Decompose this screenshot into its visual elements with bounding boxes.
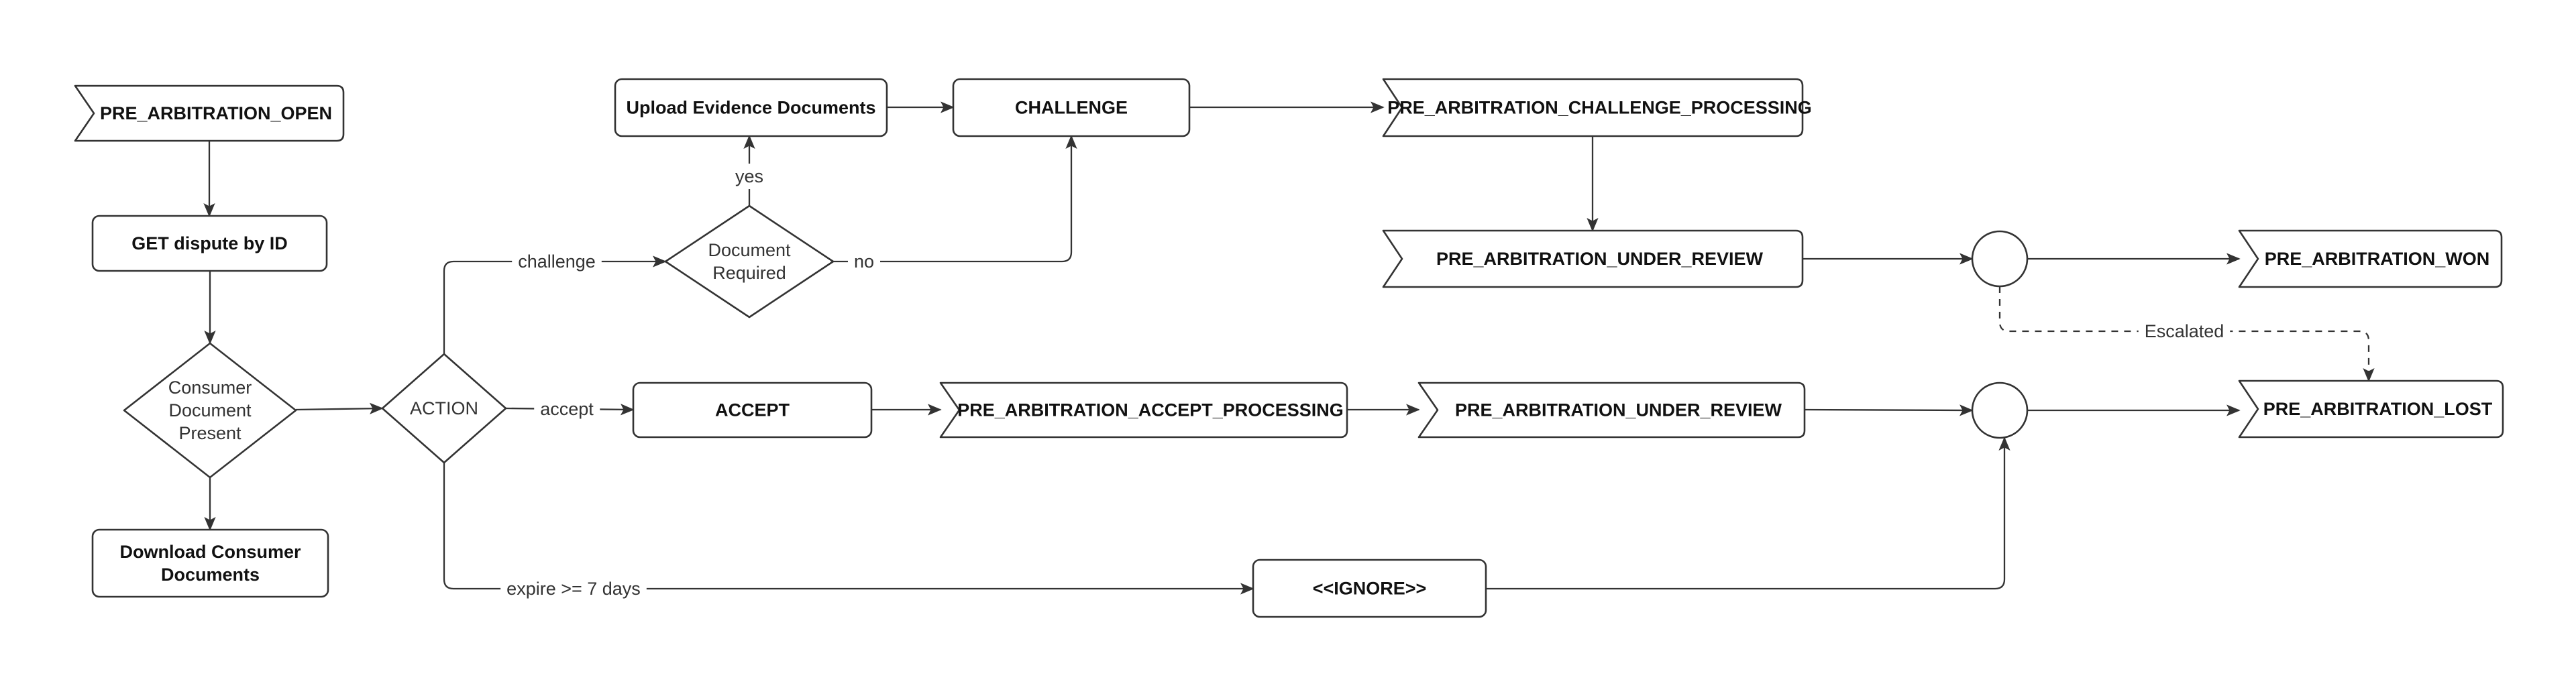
nodes-layer: PRE_ARBITRATION_OPEN GET dispute by ID Con… bbox=[74, 78, 2504, 618]
node-label: <<IGNORE>> bbox=[1313, 579, 1427, 599]
node-label: ACTION bbox=[410, 398, 478, 418]
edge-doc-required-to-challenge-step bbox=[833, 135, 1077, 263]
edge-label-background bbox=[500, 576, 647, 601]
asymmetric-flag-shape bbox=[2238, 380, 2504, 439]
state-pre-arbitration-under-review-2: PRE_ARBITRATION_UNDER_REVIEW bbox=[1417, 382, 1806, 439]
rounded-rect-shape bbox=[91, 528, 329, 598]
edge-label-text: challenge bbox=[518, 251, 596, 272]
rounded-rect-shape bbox=[632, 382, 873, 439]
node-label: ACCEPT bbox=[715, 400, 790, 420]
arrow-connector bbox=[295, 402, 384, 414]
rounded-rect-shape bbox=[614, 78, 888, 137]
edge-action-to-ignore bbox=[443, 463, 1254, 595]
node-label: PRE_ARBITRATION_CHALLENGE_PROCESSING bbox=[1387, 98, 1812, 118]
join-circle-shape bbox=[1971, 382, 2029, 439]
node-label: Upload Evidence Documents bbox=[626, 98, 875, 118]
node-label: PRE_ARBITRATION_LOST bbox=[2263, 399, 2493, 419]
task-ignore: <<IGNORE>> bbox=[1252, 559, 1487, 618]
diamond-shape bbox=[381, 353, 507, 464]
state-pre-arbitration-under-review-1: PRE_ARBITRATION_UNDER_REVIEW bbox=[1382, 229, 1804, 288]
asymmetric-flag-shape bbox=[939, 382, 1348, 439]
edge-label-background bbox=[512, 249, 602, 274]
join-circle-shape bbox=[1971, 230, 2029, 288]
task-upload-evidence-documents: Upload Evidence Documents bbox=[614, 78, 888, 137]
edge-label-text: expire >= 7 days bbox=[506, 579, 641, 599]
task-challenge: CHALLENGE bbox=[952, 78, 1191, 137]
edge-label-text: Escalated bbox=[2145, 321, 2224, 341]
node-label: PRE_ARBITRATION_UNDER_REVIEW bbox=[1455, 400, 1782, 420]
edge-label-accept: accept bbox=[534, 396, 600, 422]
edge-label-text: no bbox=[854, 251, 874, 272]
edge-label-background bbox=[534, 396, 600, 422]
edge-consumer-doc-present-to-action bbox=[295, 402, 384, 414]
node-label: PRE_ARBITRATION_UNDER_REVIEW bbox=[1436, 249, 1764, 269]
node-label: PRE_ARBITRATION_WON bbox=[2265, 249, 2490, 269]
edge-join-top-to-lost bbox=[1998, 286, 2375, 382]
node-label: PRE_ARBITRATION_OPEN bbox=[100, 103, 332, 123]
task-accept: ACCEPT bbox=[632, 382, 873, 439]
edges-layer bbox=[203, 101, 2375, 595]
asymmetric-flag-shape bbox=[1382, 78, 1804, 137]
arrow-connector bbox=[1486, 437, 2010, 590]
state-pre-arbitration-won: PRE_ARBITRATION_WON bbox=[2238, 229, 2503, 288]
decision-action: ACTION bbox=[381, 353, 507, 464]
asymmetric-flag-shape bbox=[1417, 382, 1806, 439]
arrow-connector bbox=[443, 463, 1254, 595]
dashed-arrow-connector bbox=[1998, 286, 2375, 382]
edge-label-text: accept bbox=[540, 399, 594, 419]
edge-ignore-to-join-bottom bbox=[1486, 437, 2010, 590]
edge-label-expire-7-days: expire >= 7 days bbox=[500, 576, 647, 601]
state-pre-arbitration-open: PRE_ARBITRATION_OPEN bbox=[74, 84, 345, 142]
arrow-connector bbox=[833, 135, 1077, 263]
edge-label-yes: yes bbox=[729, 164, 770, 189]
edge-label-background bbox=[2138, 318, 2231, 344]
edge-action-to-doc-required bbox=[443, 255, 667, 354]
edge-label-escalated: Escalated bbox=[2138, 318, 2231, 344]
asymmetric-flag-shape bbox=[2238, 229, 2503, 288]
edge-label-background bbox=[847, 249, 881, 274]
arrow-connector bbox=[443, 255, 667, 354]
asymmetric-flag-shape bbox=[1382, 229, 1804, 288]
diamond-shape bbox=[123, 342, 297, 479]
join-circle-top bbox=[1971, 230, 2029, 288]
edge-label-text: yes bbox=[735, 166, 763, 186]
edge-label-background bbox=[729, 164, 770, 189]
rounded-rect-shape bbox=[1252, 559, 1487, 618]
join-circle-bottom bbox=[1971, 382, 2029, 439]
rounded-rect-shape bbox=[91, 215, 328, 272]
asymmetric-flag-shape bbox=[74, 84, 345, 142]
node-label: GET dispute by ID bbox=[131, 233, 288, 253]
state-pre-arbitration-lost: PRE_ARBITRATION_LOST bbox=[2238, 380, 2504, 439]
edge-label-no: no bbox=[847, 249, 881, 274]
rounded-rect-shape bbox=[952, 78, 1191, 137]
task-get-dispute-by-id: GET dispute by ID bbox=[91, 215, 328, 272]
node-label: PRE_ARBITRATION_ACCEPT_PROCESSING bbox=[957, 400, 1344, 420]
diamond-shape bbox=[664, 205, 835, 318]
edge-label-challenge: challenge bbox=[512, 249, 602, 274]
state-pre-arbitration-accept-processing: PRE_ARBITRATION_ACCEPT_PROCESSING bbox=[939, 382, 1348, 439]
node-label: CHALLENGE bbox=[1015, 98, 1128, 118]
state-pre-arbitration-challenge-processing: PRE_ARBITRATION_CHALLENGE_PROCESSING bbox=[1382, 78, 1812, 137]
